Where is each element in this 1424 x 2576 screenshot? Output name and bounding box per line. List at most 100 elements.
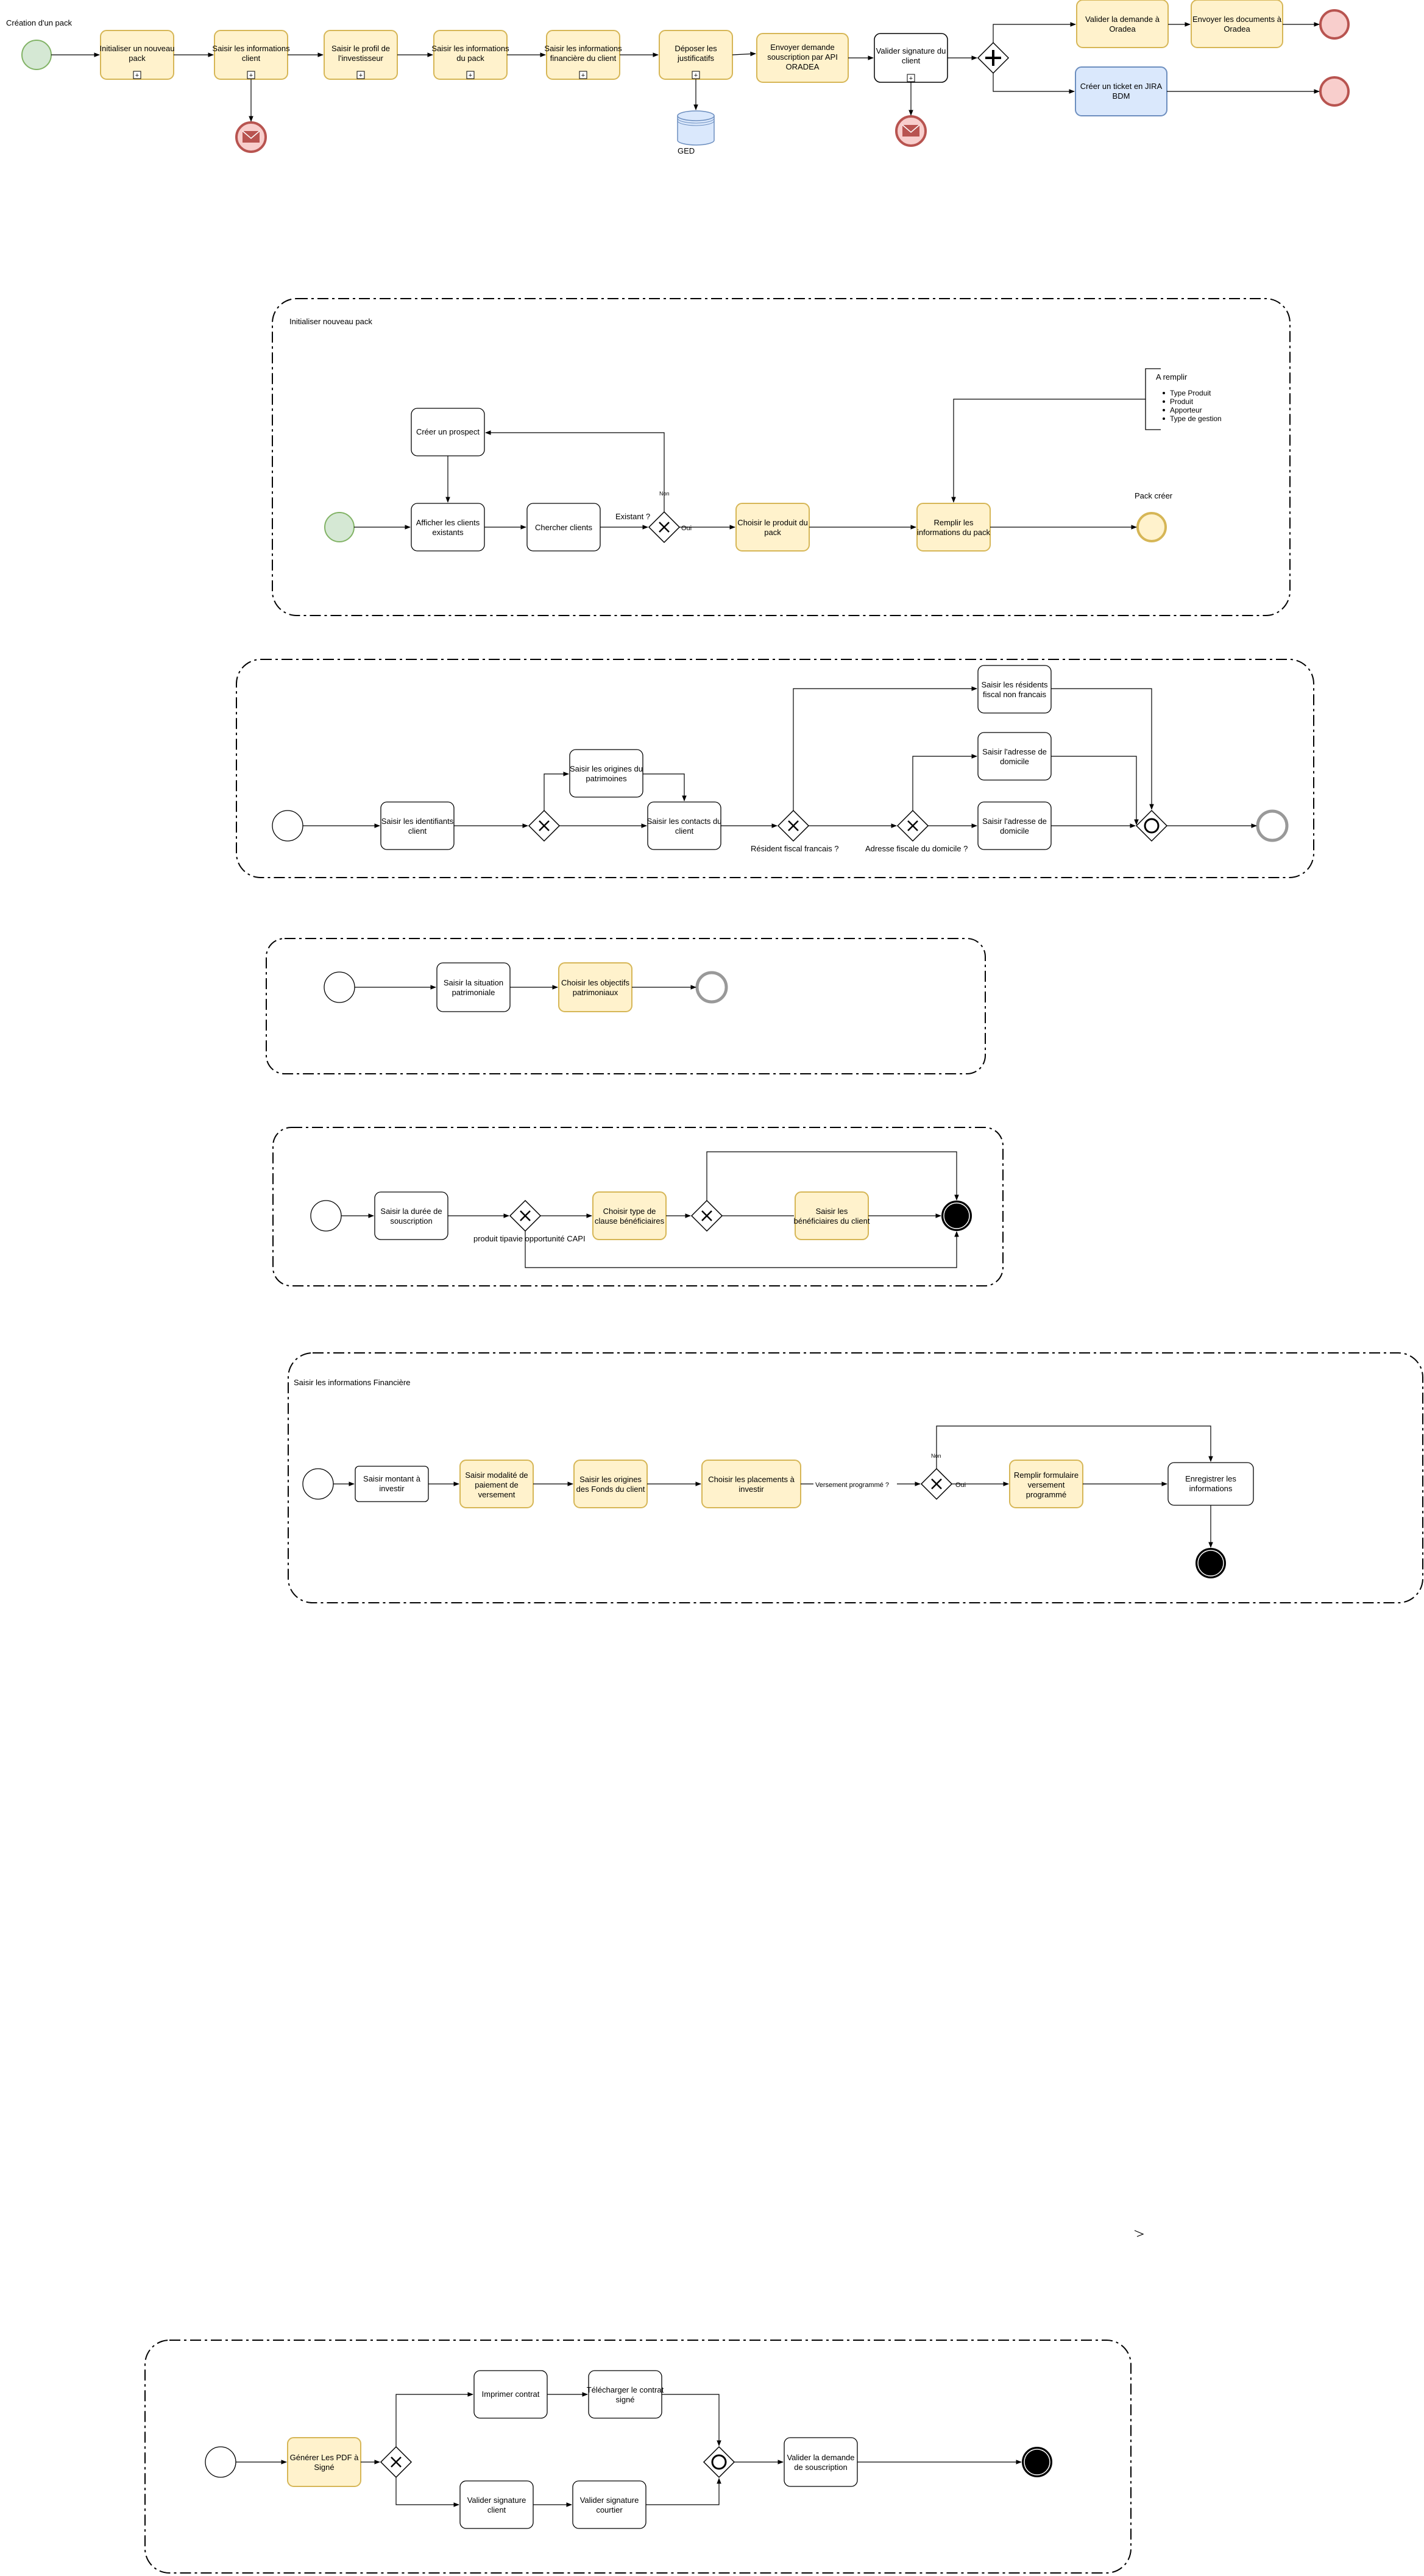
pool1-exclusive-gateway xyxy=(648,511,681,544)
pool2-gateway-1 xyxy=(528,809,561,842)
pool2-gateway-resident xyxy=(777,809,810,842)
parallel-gateway xyxy=(977,41,1010,74)
pool1-start-event xyxy=(324,512,355,542)
pool2-inclusive-gateway xyxy=(1135,809,1168,842)
main-flow: Création d'un pack Initialiser un nouvea… xyxy=(6,0,1350,155)
pool-initialiser-pack: Initialiser nouveau pack Créer un prospe… xyxy=(272,298,1291,616)
pool5-gateway xyxy=(920,1467,953,1500)
message-end-event-1 xyxy=(235,121,267,153)
task-creer-prospect[interactable]: Créer un prospect xyxy=(411,408,485,456)
pool2-start-event xyxy=(272,810,303,842)
gateway-resident-label: Résident fiscal francais ? xyxy=(751,844,839,853)
task-chercher-clients[interactable]: Chercher clients xyxy=(526,503,601,552)
pool4-connectors xyxy=(341,1151,959,1268)
gateway-question: Existant ? xyxy=(615,512,650,521)
database-label: GED xyxy=(678,146,695,155)
task-label: Initialiser un nouveau xyxy=(100,44,175,53)
flow-label-versement: Versement programmé ? xyxy=(815,1481,889,1489)
task-imprimer-contrat[interactable]: Imprimer contrat xyxy=(473,2370,548,2419)
label-no: Non xyxy=(931,1453,941,1459)
svg-text:Produit: Produit xyxy=(1170,397,1194,406)
pool5-connectors xyxy=(333,1425,1213,1548)
pool4-gateway-2 xyxy=(690,1199,723,1232)
svg-text:+: + xyxy=(909,75,913,82)
pool5-start-event xyxy=(302,1468,334,1500)
end-label: Pack créer xyxy=(1135,491,1173,500)
label-yes: Oui xyxy=(955,1481,966,1489)
label-yes: Oui xyxy=(681,525,692,532)
pool4-gateway-1 xyxy=(509,1199,542,1232)
message-end-event-2 xyxy=(895,115,927,147)
main-flow-title: Création d'un pack xyxy=(6,18,72,27)
svg-text:+: + xyxy=(135,72,139,79)
pool1-end-event xyxy=(1136,512,1167,542)
pool2-connectors xyxy=(303,686,1257,828)
database-ged: GED xyxy=(677,110,715,155)
svg-text:Type de gestion: Type de gestion xyxy=(1170,414,1222,423)
svg-text:+: + xyxy=(249,72,253,79)
